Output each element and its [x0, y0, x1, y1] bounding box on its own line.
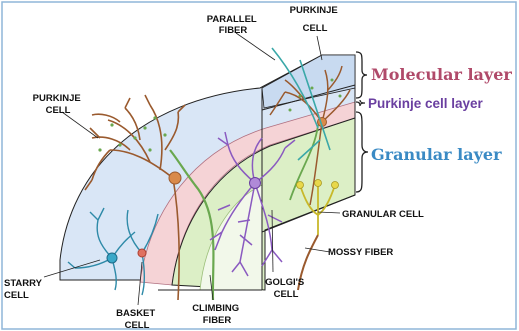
molecular-layer-label: Molecular layer — [371, 65, 512, 84]
basket-cell-label: BASKET CELL — [116, 308, 158, 331]
mossy-fiber-label: MOSSY FIBER — [328, 247, 393, 258]
golgi-cell-body — [250, 178, 261, 189]
layer-braces — [356, 52, 368, 192]
purkinje-cell-top-label: PURKINJE CELL — [290, 5, 341, 34]
purkinje-cell-left-label: PURKINJE CELL — [33, 93, 84, 116]
basket-cell-body — [138, 249, 146, 257]
golgi-cell-label: GOLGI'S CELL — [265, 277, 307, 300]
purkinje-layer-label: Purkinje cell layer — [368, 96, 484, 111]
climbing-fiber-label: CLIMBING FIBER — [192, 303, 242, 326]
granular-layer-label: Granular layer — [371, 145, 502, 164]
starry-cell-body — [107, 253, 117, 263]
granular-cell-label: GRANULAR CELL — [342, 209, 424, 220]
parallel-fiber-label: PARALLEL FIBER — [207, 14, 259, 36]
purkinje-cell-left-body — [169, 172, 181, 184]
starry-cell-label: STARRY CELL — [4, 278, 44, 301]
